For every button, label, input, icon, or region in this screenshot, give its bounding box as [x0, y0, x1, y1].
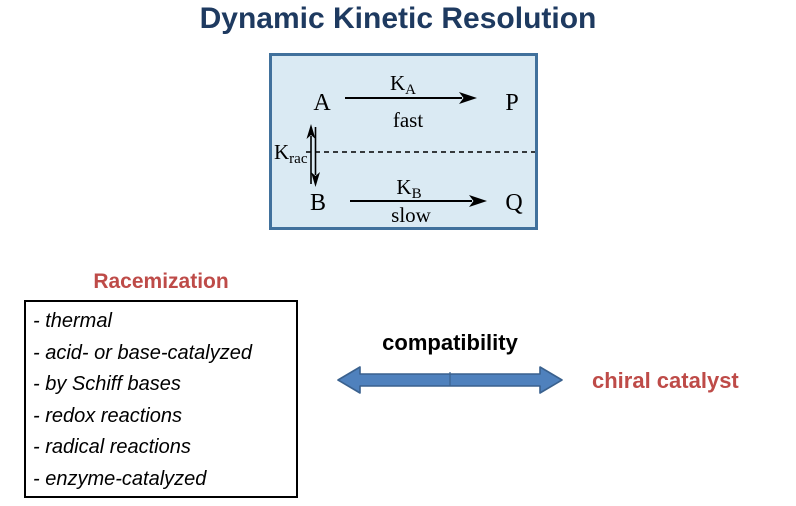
species-p-label: P — [505, 90, 518, 116]
list-item: - thermal — [33, 310, 112, 332]
list-item: - redox reactions — [33, 404, 182, 427]
racemization-list-box: - thermal - acid- or base-catalyzed - by… — [24, 300, 298, 498]
list-item: - radical reactions — [33, 436, 191, 458]
double-headed-arrow — [337, 366, 563, 394]
slow-label: slow — [391, 203, 432, 227]
species-a-label: A — [313, 90, 331, 116]
rate-constant-ka: KA — [390, 71, 416, 98]
list-item: - acid- or base-catalyzed — [33, 341, 252, 364]
page-title: Dynamic Kinetic Resolution — [199, 2, 597, 35]
kinetic-scheme-diagram: A KA fast P Krac B KB slow Q — [274, 71, 535, 227]
equilibrium-down-arrowhead — [311, 172, 320, 187]
list-item: - enzyme-catalyzed — [33, 467, 207, 490]
species-q-label: Q — [505, 190, 522, 216]
list-item: - by Schiff bases — [33, 373, 181, 395]
rate-constant-kb: KB — [396, 175, 421, 202]
kinetic-scheme-box: A KA fast P Krac B KB slow Q — [269, 53, 538, 230]
species-b-label: B — [310, 190, 326, 216]
slow-reaction-arrowhead — [469, 195, 487, 207]
rate-constant-krac: Krac — [274, 140, 308, 167]
chiral-catalyst-label: chiral catalyst — [592, 368, 739, 393]
compatibility-label: compatibility — [382, 330, 518, 355]
equilibrium-up-arrowhead — [306, 124, 316, 139]
fast-label: fast — [393, 108, 423, 132]
racemization-heading: Racemization — [93, 270, 229, 293]
fast-reaction-arrowhead — [459, 92, 477, 104]
